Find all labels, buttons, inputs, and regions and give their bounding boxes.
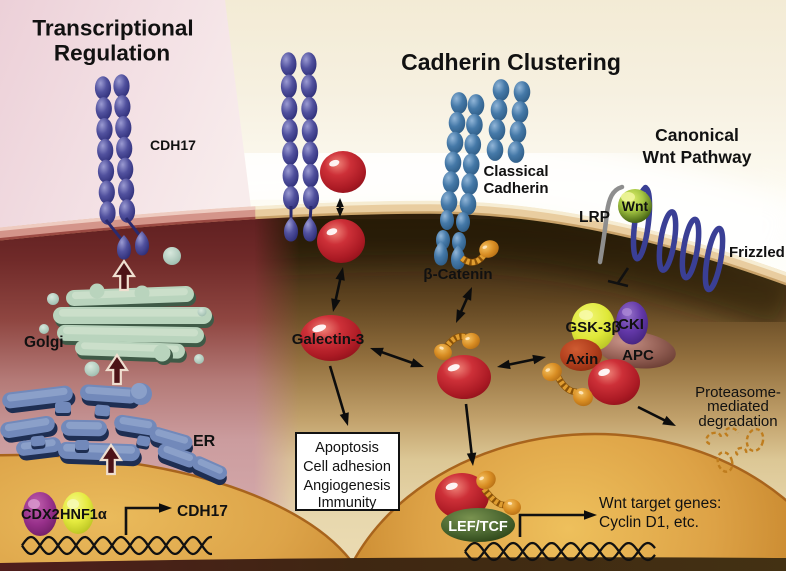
svg-text:Galectin-3: Galectin-3 <box>292 331 365 348</box>
svg-text:Regulation: Regulation <box>54 41 170 66</box>
svg-text:LEF/TCF: LEF/TCF <box>448 519 508 535</box>
svg-text:Canonical: Canonical <box>655 125 739 145</box>
svg-text:mediated: mediated <box>707 398 769 415</box>
svg-text:CDH17: CDH17 <box>177 503 228 520</box>
svg-text:CDX2: CDX2 <box>21 507 60 523</box>
svg-text:GSK-3β: GSK-3β <box>566 319 621 336</box>
svg-text:β-Catenin: β-Catenin <box>423 266 492 283</box>
svg-text:HNF1α: HNF1α <box>60 507 107 523</box>
svg-text:Wnt Pathway: Wnt Pathway <box>643 147 752 167</box>
svg-text:Frizzled: Frizzled <box>729 244 785 261</box>
svg-text:Proteasome-: Proteasome- <box>695 384 781 401</box>
svg-text:Wnt: Wnt <box>622 198 649 214</box>
svg-text:CDH17: CDH17 <box>150 137 196 153</box>
svg-text:degradation: degradation <box>698 413 777 430</box>
svg-text:Cell adhesion: Cell adhesion <box>303 459 391 475</box>
svg-text:Transcriptional: Transcriptional <box>32 16 193 41</box>
svg-text:ER: ER <box>193 433 216 450</box>
svg-text:Wnt target genes:: Wnt target genes: <box>599 495 721 512</box>
svg-text:LRP: LRP <box>579 209 610 226</box>
svg-text:Classical: Classical <box>483 163 548 180</box>
svg-text:Cadherin: Cadherin <box>483 180 548 197</box>
svg-text:APC: APC <box>622 347 654 364</box>
svg-text:CKI: CKI <box>618 316 644 333</box>
svg-text:Cadherin Clustering: Cadherin Clustering <box>401 49 621 75</box>
svg-text:Immunity: Immunity <box>318 495 378 511</box>
svg-text:Apoptosis: Apoptosis <box>315 440 379 456</box>
svg-text:Angiogenesis: Angiogenesis <box>303 478 390 494</box>
svg-text:Axin: Axin <box>566 351 599 368</box>
svg-text:Cyclin D1, etc.: Cyclin D1, etc. <box>599 514 699 531</box>
svg-text:Golgi: Golgi <box>24 334 64 351</box>
